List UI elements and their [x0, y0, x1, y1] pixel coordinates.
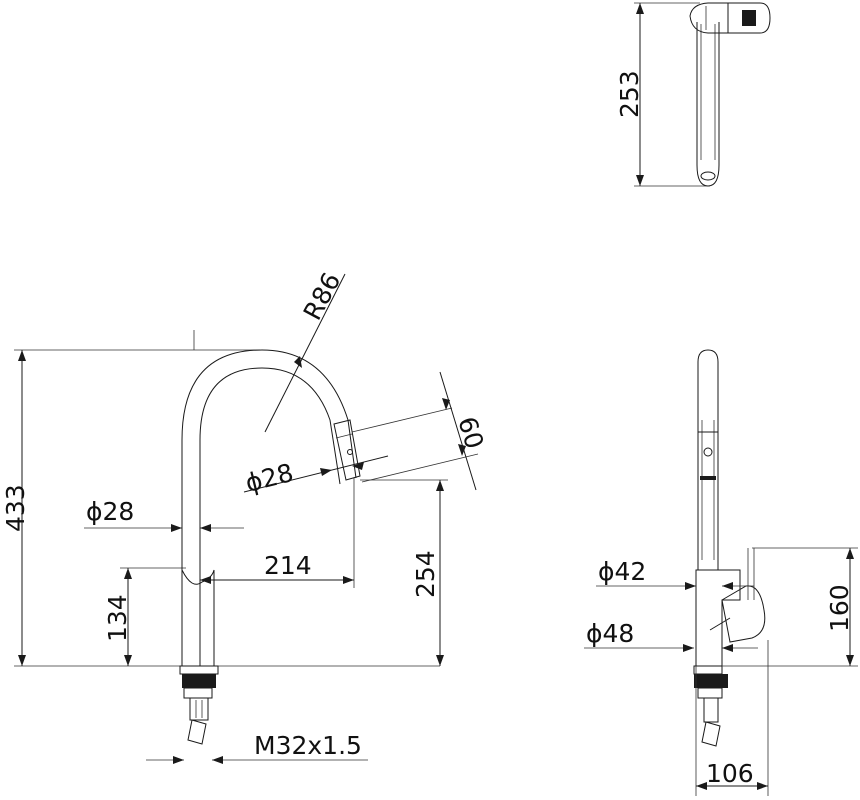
- side-depth-label: 106: [706, 759, 754, 788]
- body-diameter-label: ϕ28: [86, 497, 134, 526]
- spout-head-width-label: 60: [452, 413, 489, 452]
- top-height-label: 253: [615, 70, 644, 118]
- radius-label: R86: [298, 268, 347, 325]
- spout-diameter-label: ϕ28: [242, 458, 296, 498]
- reach-label: 214: [264, 551, 312, 580]
- base-height-label: 134: [103, 594, 132, 642]
- thread-label: M32x1.5: [254, 731, 362, 760]
- total-height-label: 433: [1, 484, 30, 532]
- side-diameter-lower-label: ϕ48: [586, 619, 634, 648]
- side-view: ϕ42 ϕ48 160 106: [584, 349, 858, 796]
- spout-clearance-label: 254: [411, 550, 440, 598]
- top-view: 253: [615, 2, 771, 187]
- lever-height-label: 160: [825, 584, 854, 632]
- front-view: 433 134 ϕ28 214 254 R86 ϕ28: [1, 268, 489, 764]
- side-diameter-upper-label: ϕ42: [598, 557, 646, 586]
